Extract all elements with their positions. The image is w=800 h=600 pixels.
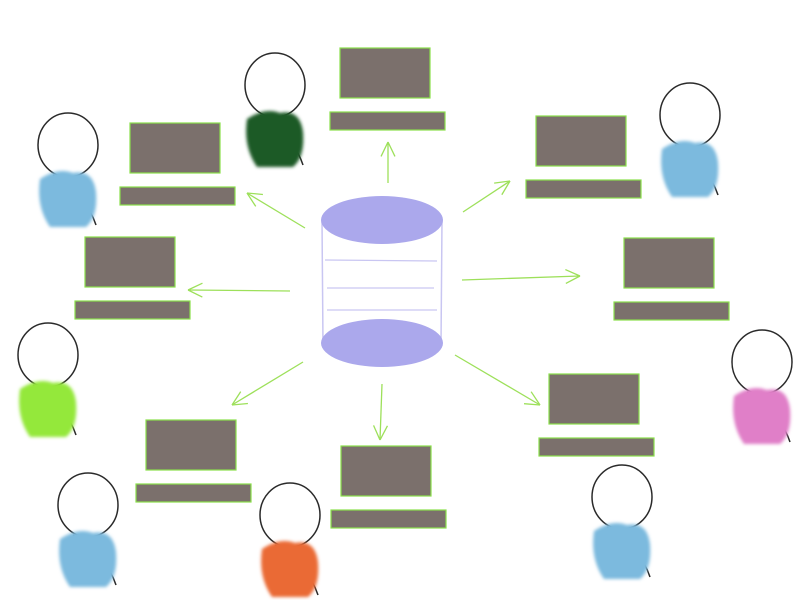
person [37,112,99,227]
computer [330,445,447,529]
person-body [246,111,304,167]
arrow [246,192,306,229]
arrowhead [565,268,581,277]
keyboard [74,300,191,320]
person-body [261,541,319,597]
arrowhead [494,180,511,184]
computer [613,237,730,321]
arrow [461,268,581,285]
arrow [454,354,541,406]
computer [119,122,236,206]
person [659,82,721,197]
keyboard [525,179,642,199]
database-bottom [321,319,443,367]
person-head [591,464,653,530]
database-side [321,219,324,346]
arrowhead [372,425,381,441]
person [244,52,306,167]
person-head [731,329,793,395]
database-cylinder [321,196,443,367]
monitor [145,419,237,471]
keyboard [329,111,446,131]
arrow [462,180,511,213]
arrowhead [565,275,581,285]
person-head [259,482,321,548]
person-head [244,52,306,118]
keyboard [330,509,447,529]
arrowhead [380,141,389,157]
arrow [187,282,291,298]
monitor [340,445,432,497]
database-side [440,219,443,346]
monitor [84,236,176,288]
monitor [535,115,627,167]
person-head [37,112,99,178]
keyboard [538,437,655,457]
person [17,322,79,437]
arrowhead [379,425,389,441]
arrowhead [530,391,541,406]
arrowhead [231,402,248,406]
arrowhead [187,282,203,291]
arrowhead [246,192,257,207]
arrowhead [387,141,396,157]
arrow [372,383,389,441]
arrowhead [231,391,242,406]
computers [74,47,730,529]
arrowhead [524,403,541,406]
person [259,482,321,597]
person-body [59,531,117,587]
keyboard [135,483,252,503]
computer [135,419,252,503]
monitor [129,122,221,174]
monitor [548,373,640,425]
person-head [57,472,119,538]
database-top [321,196,443,244]
monitor [623,237,715,289]
computer [538,373,655,457]
computer [329,47,446,131]
arrow [380,141,396,183]
keyboard [613,301,730,321]
arrowhead [246,192,263,196]
person-body [593,523,651,579]
person-body [733,388,791,444]
computer [525,115,642,199]
person [731,329,793,444]
person-body [39,171,97,227]
database-line [324,259,438,262]
person [57,472,119,587]
arrowhead [187,289,203,298]
person-head [659,82,721,148]
person-body [19,381,77,437]
person-body [661,141,719,197]
person [591,464,653,579]
people [17,52,793,597]
person-head [17,322,79,388]
arrow [231,361,304,406]
keyboard [119,186,236,206]
monitor [339,47,431,99]
arrowhead [501,180,511,196]
arrows [187,141,581,441]
computer [74,236,191,320]
